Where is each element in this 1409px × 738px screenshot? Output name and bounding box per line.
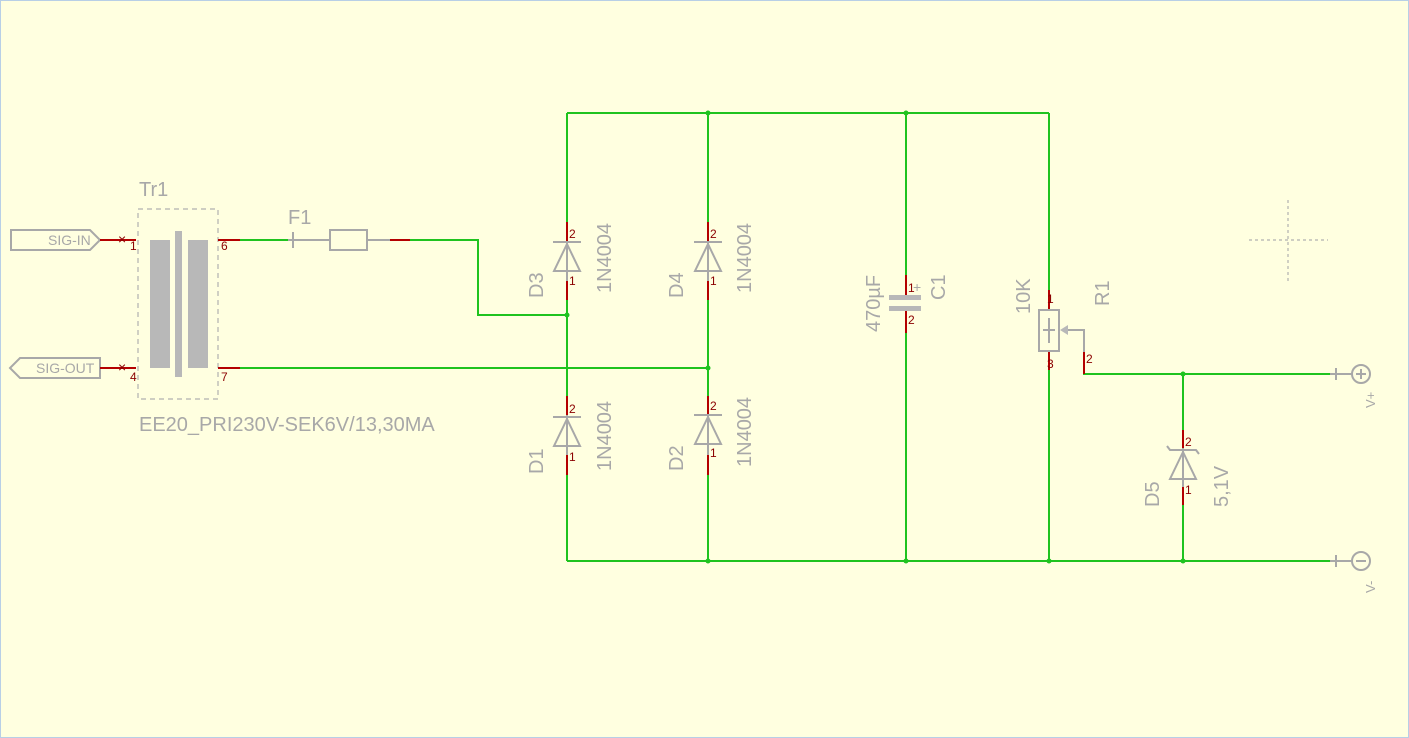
diode-name: D3 — [526, 272, 548, 298]
pin-number: 2 — [1086, 352, 1093, 366]
port-sig-in-label: SIG-IN — [48, 232, 91, 248]
supply-label: V- — [1363, 581, 1378, 593]
pin-number: 1 — [1185, 483, 1192, 497]
pin-number: 2 — [710, 399, 717, 413]
transformer-tr1[interactable]: 1 4 6 7 Tr1 EE20_PRI230V-SEK6V/13,30MA — [130, 179, 435, 436]
diode-value: 1N4004 — [594, 223, 616, 293]
junction-dot — [903, 110, 909, 116]
junction-dot — [1180, 558, 1186, 564]
pin-number: 1 — [569, 274, 576, 288]
diode-d4[interactable]: 2 1 D4 1N4004 — [666, 222, 756, 300]
pin-number: 2 — [908, 313, 915, 327]
diode-d2[interactable]: 2 1 D2 1N4004 — [666, 396, 756, 475]
junction-dot — [705, 558, 711, 564]
diode-value: 5,1V — [1211, 465, 1233, 507]
x-mark: × — [118, 359, 126, 375]
resistor-value: 10K — [1013, 278, 1035, 314]
pin-number: 7 — [221, 370, 228, 384]
pin-number: 2 — [569, 402, 576, 416]
pin-number: 1 — [710, 274, 717, 288]
supply-vminus[interactable]: V- — [1330, 551, 1378, 593]
junction-dot — [1180, 371, 1186, 377]
pin-number: 1 — [1047, 292, 1054, 306]
pin-number: 1 — [710, 446, 717, 460]
pin-number: 2 — [569, 227, 576, 241]
capacitor-name: C1 — [928, 274, 950, 300]
transformer-value: EE20_PRI230V-SEK6V/13,30MA — [139, 414, 435, 436]
port-sig-out-label: SIG-OUT — [36, 360, 95, 376]
diode-name: D1 — [526, 448, 548, 474]
supply-label: V+ — [1363, 392, 1378, 408]
zener-diode-d5[interactable]: 2 1 D5 5,1V — [1142, 430, 1233, 507]
diode-name: D4 — [666, 272, 688, 298]
resistor-name: R1 — [1092, 280, 1114, 306]
junction-dot — [705, 365, 711, 371]
junction-dot — [1046, 558, 1052, 564]
diode-value: 1N4004 — [734, 397, 756, 467]
port-sig-in[interactable]: SIG-IN × — [10, 229, 136, 251]
diode-value: 1N4004 — [734, 223, 756, 293]
diode-d3[interactable]: 2 1 D3 1N4004 — [526, 222, 616, 300]
port-sig-out[interactable]: SIG-OUT × — [8, 357, 136, 379]
junction-dot — [705, 110, 711, 116]
fuse-name: F1 — [288, 207, 311, 229]
pin-number: 2 — [1185, 435, 1192, 449]
potentiometer-r1[interactable]: 1 3 2 10K R1 — [1013, 278, 1114, 374]
diode-d1[interactable]: 2 1 D1 1N4004 — [526, 396, 616, 475]
diode-value: 1N4004 — [594, 401, 616, 471]
supply-vplus[interactable]: V+ — [1330, 364, 1378, 408]
capacitor-value: 470µF — [863, 275, 885, 332]
junction-dot — [903, 558, 909, 564]
crosshair-cursor — [1249, 200, 1328, 283]
diode-name: D5 — [1142, 481, 1164, 507]
pin-number: 1 — [569, 450, 576, 464]
capacitor-plus-sign: + — [913, 279, 921, 295]
pin-number: 4 — [130, 370, 137, 384]
capacitor-c1[interactable]: 1 2 + 470µF C1 — [863, 274, 950, 333]
pin-number: 1 — [130, 239, 137, 253]
wires — [240, 112, 1330, 562]
pin-number: 3 — [1047, 357, 1054, 371]
x-mark: × — [118, 231, 126, 247]
junction-dot — [564, 312, 570, 318]
fuse-f1[interactable]: F1 — [240, 207, 410, 251]
pin-number: 6 — [221, 239, 228, 253]
pin-number: 2 — [710, 227, 717, 241]
transformer-name: Tr1 — [139, 179, 168, 201]
pin-number: 1 — [908, 281, 915, 295]
diode-name: D2 — [666, 445, 688, 471]
junctions — [564, 110, 1186, 564]
